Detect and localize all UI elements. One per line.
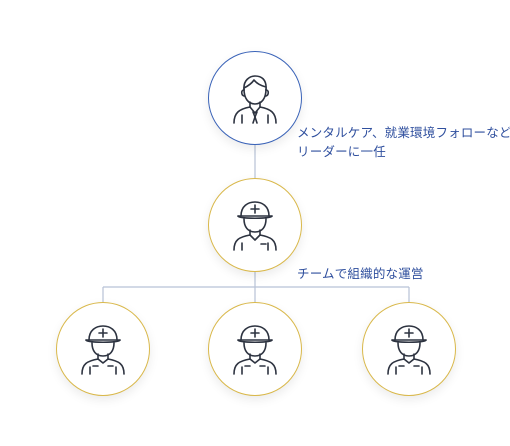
helmet-worker-icon [387, 325, 431, 375]
team-leader-node [208, 178, 302, 272]
worker-node-3 [362, 302, 456, 396]
worker-node-2 [208, 302, 302, 396]
businessman-icon [233, 75, 277, 124]
caption-mental-care: メンタルケア、就業環境フォローなどを リーダーに一任 [297, 123, 510, 161]
caption-mental-care-line1: メンタルケア、就業環境フォローなどを [297, 125, 510, 140]
manager-node [208, 51, 302, 145]
worker-node-1 [56, 302, 150, 396]
caption-team-operation: チームで組織的な運営 [297, 266, 424, 281]
caption-mental-care-line2: リーダーに一任 [297, 144, 386, 159]
helmet-worker-icon [233, 201, 277, 251]
helmet-worker-icon [233, 325, 277, 375]
helmet-worker-icon [81, 325, 125, 375]
